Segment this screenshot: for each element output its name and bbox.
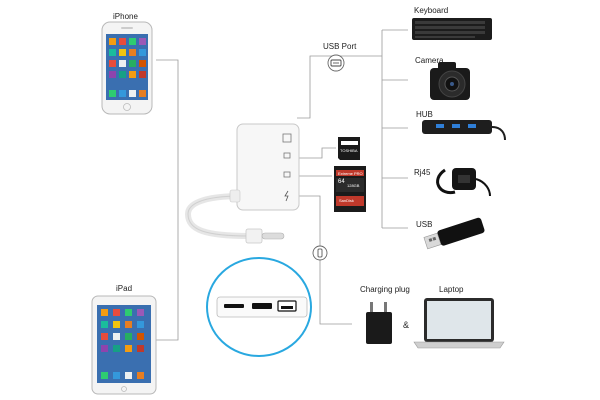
keyboard-label: Keyboard [414,6,449,15]
charging-plug-label: Charging plug [360,285,410,294]
laptop-image [413,298,505,349]
usb-stick-image [423,217,485,250]
rj45-adapter-image [436,168,491,197]
usb-port-label: USB Port [323,42,357,51]
sd-card [334,166,366,212]
ipad-device [91,295,157,395]
ampersand-label: & [403,320,410,330]
usb-label: USB [416,220,433,229]
laptop-label: Laptop [439,285,464,294]
usb-port-icon [327,54,345,72]
hub-label: HUB [416,110,433,119]
hub-image [422,120,506,141]
charging-plug-image [366,302,392,344]
connector-lines [156,29,408,341]
iphone-app-grid [109,38,146,97]
rj45-label: Rj45 [414,168,431,177]
camera-image [430,62,470,100]
sd-brand-text: SanDisk [339,198,354,203]
iphone-label: iPhone [113,12,138,21]
sd-capacity-text: 128GB [347,183,360,188]
micro-sd-brand-text: TOSHIBA [340,148,358,153]
lightning-port-icon [312,245,328,261]
sd-line-text: Extreme PRO [338,171,363,176]
ipad-label: iPad [116,284,133,293]
iphone-device [101,21,153,115]
keyboard-image [412,18,492,40]
adapter [184,123,300,244]
camera-label: Camera [415,56,444,65]
micro-sd-card [338,137,360,160]
ipad-app-grid [101,309,144,379]
adapter-closeup [206,257,312,357]
sd-capacity-short-text: 64 [338,179,345,185]
